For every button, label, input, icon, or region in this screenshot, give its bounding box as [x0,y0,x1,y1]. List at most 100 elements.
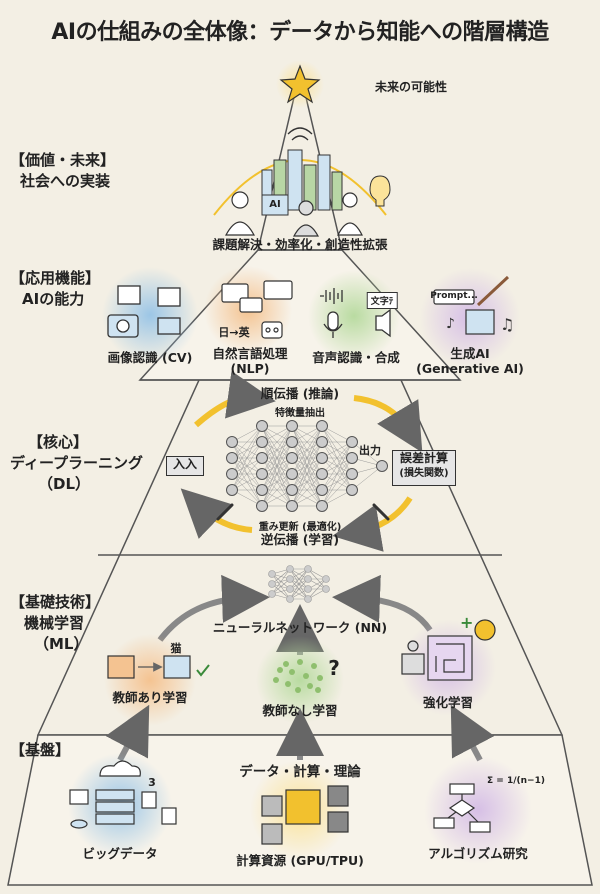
nn-edge [291,457,323,507]
nn-edge [321,441,353,491]
backward-arrow-right [332,496,413,552]
nlp-label-abbr: (NLP) [230,361,270,376]
nn-edge [231,425,263,459]
level-core-abbr: （DL） [38,475,91,493]
nn-node [304,585,312,593]
level-apps: 【応用機能】 AIの能力 [10,268,100,310]
forward-arrow-left [194,370,276,428]
supervised-label: 教師あり学習 [112,690,188,705]
algo-label: アルゴリズム研究 [428,846,528,861]
cluster-dot [285,681,291,687]
nn-edge [261,425,293,475]
nn-node [256,500,268,512]
nn-node [286,575,294,583]
ai-badge: AI [269,199,281,210]
nn-node [286,468,298,480]
nn-edge [261,473,293,507]
cluster-dot [273,677,279,683]
base-center-label: データ・計算・理論 [239,764,361,780]
input-box: 入入 [166,456,204,476]
nn-edge [261,425,293,459]
nn-node [376,460,388,472]
nn-edge [291,425,323,475]
nn-edge [307,578,327,600]
cluster-dot [311,663,317,669]
level-value: 【価値・未来】 社会への実装 [10,150,115,192]
nn-edge [321,457,353,507]
wrench-icon [216,503,390,521]
cluster-dot [297,659,303,665]
nn-edge [261,441,293,507]
level-value-name: 社会への実装 [20,172,111,190]
error-box: 誤差計算 (損失関数) [392,450,456,486]
backward-label: 逆伝播 (学習) [260,532,340,547]
nn-node [286,585,294,593]
microphone-icon [320,288,391,338]
update-label: 重み更新 (最適化) [258,522,342,533]
prompt-text: Prompt... [430,291,478,301]
level-apps-tag: 【応用機能】 [10,269,101,287]
generative-icon: ♪ ♫ [433,275,514,335]
nn-edge [271,568,291,585]
forward-label: 順伝播 (推論) [260,386,340,401]
nn-edge [291,425,323,459]
nn-edge [289,568,309,600]
error-box-main: 誤差計算 [399,451,448,465]
error-box-sub: (損失関数) [399,468,449,479]
cluster-dot [303,673,309,679]
nn-node [322,585,330,593]
level-core: 【核心】 ディープラーニング （DL） [10,432,143,495]
nn-edge [321,441,353,475]
svg-text:+: + [460,613,473,632]
people-icon [224,191,363,237]
nn-edge [231,425,263,491]
camera-icon [107,285,181,338]
nn-node [316,468,328,480]
nn-edge [261,457,293,507]
level-tech-name: 機械学習 [24,614,85,632]
cluster-dot [307,683,313,689]
nn-edge [271,578,291,595]
translate-label: 日→英 [218,326,250,339]
nn-node [286,595,294,603]
nn-node [304,565,312,573]
nn-node [346,436,358,448]
nn-node [316,484,328,496]
speech-bubble: 文字ﾃ [366,292,398,309]
nn-node [226,436,238,448]
nn-node [346,484,358,496]
nn-edge [231,457,263,491]
nn-node [256,468,268,480]
level-apps-name: AIの能力 [22,290,85,308]
neural-network [231,425,383,507]
nn-node [304,595,312,603]
cluster-dot [315,687,321,693]
unsupervised-label: 教師なし学習 [262,703,338,718]
level-value-tag: 【価値・未来】 [10,151,116,169]
nn-edge [351,441,383,467]
chat-icon [221,280,293,339]
nlp-label-main: 自然言語処理 [212,346,288,361]
cat-label: 猫 [170,642,182,655]
nn-node [256,420,268,432]
nn-edge [321,473,353,507]
nn-node [226,452,238,464]
svg-text:♪: ♪ [446,316,455,332]
nn-node [226,484,238,496]
maze-icon [401,619,496,681]
level-tech-abbr: （ML） [34,635,89,653]
cluster-dot [277,667,283,673]
nn-node [286,484,298,496]
cluster-dot [283,661,289,667]
nn-node [316,420,328,432]
genai-label-main: 生成AI [450,346,490,361]
nn-edge [351,465,383,491]
nn-edge [291,441,323,507]
level-core-name: ディープラーニング [10,454,144,472]
compute-label: 計算資源 (GPU/TPU) [236,853,364,868]
city-icon [261,149,343,211]
feature-label: 特徴量抽出 [275,408,325,419]
nn-edge [231,441,263,491]
nn-node [226,468,238,480]
